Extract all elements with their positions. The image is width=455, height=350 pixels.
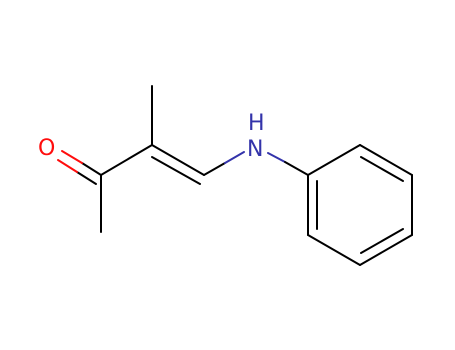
phenyl-ring xyxy=(307,144,413,266)
ring-inner-bond-2 xyxy=(360,228,404,254)
nitrogen-h-label: H xyxy=(248,111,265,136)
c4-n-bond-c-half xyxy=(203,162,226,176)
carbonyl-double-bond xyxy=(57,150,102,185)
carbonyl-bond-o-half-2 xyxy=(57,159,78,173)
carbonyl-bond-o-half xyxy=(61,150,83,164)
c2-c3-bond xyxy=(100,144,153,176)
ring-inner-bond-1 xyxy=(360,156,404,182)
alkene-double-bond xyxy=(151,144,205,185)
n-phenyl-bond-c-half xyxy=(284,161,309,176)
c4-n-bond-n-half xyxy=(224,151,245,164)
nitrogen-label: N xyxy=(247,137,263,162)
oxygen-label: O xyxy=(38,136,55,161)
n-phenyl-bond-n-half xyxy=(267,152,286,163)
